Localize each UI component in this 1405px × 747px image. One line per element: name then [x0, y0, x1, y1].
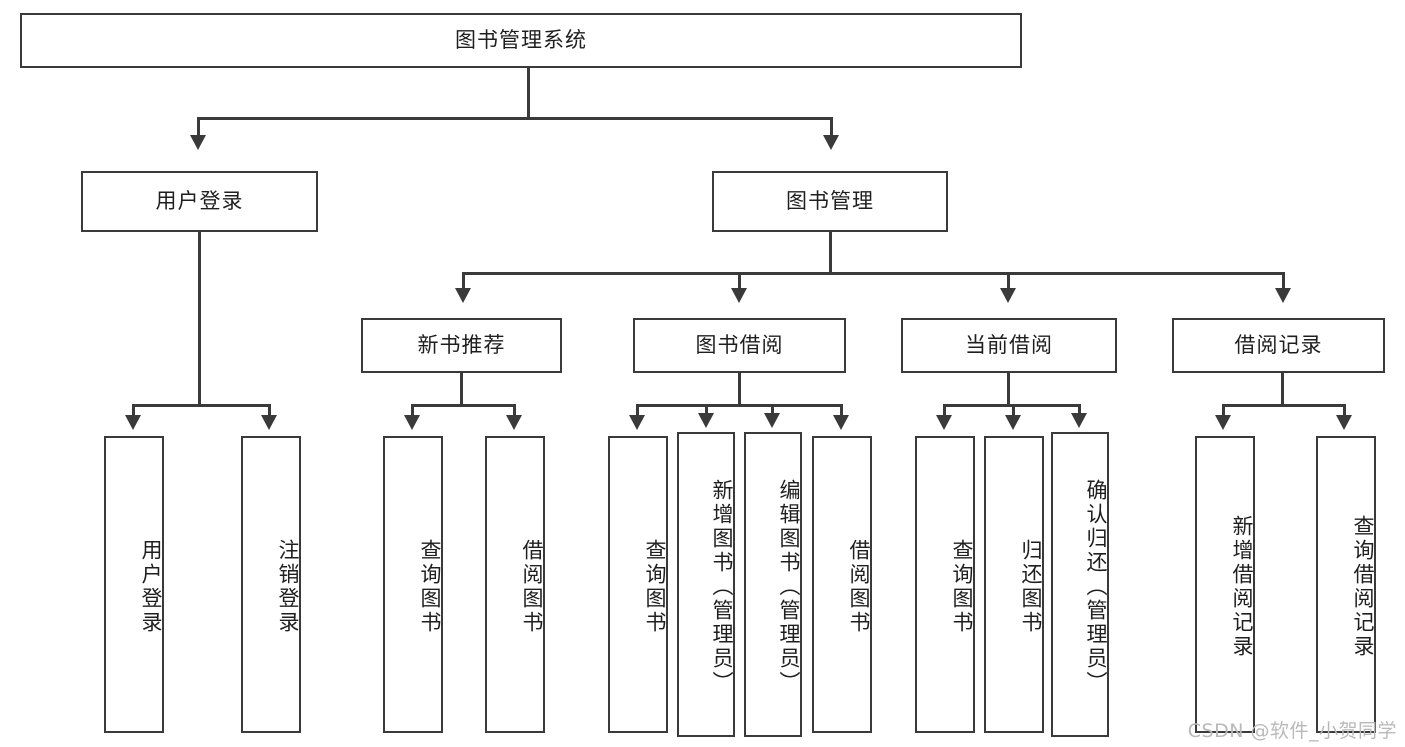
connector-level2-bus [462, 272, 1285, 275]
leaf-return-book[interactable]: 归还图书 [984, 436, 1044, 733]
connector-bb-c4 [840, 404, 843, 418]
connector-root-bus [197, 117, 833, 120]
arrow-leaf-confirm-return [1071, 413, 1087, 428]
node-current-borrow[interactable]: 当前借阅 [901, 318, 1117, 373]
node-label: 查询图书 [950, 538, 974, 635]
node-label: 查询图书 [643, 538, 667, 635]
connector-br-down [1281, 373, 1284, 407]
leaf-logout[interactable]: 注销登录 [241, 436, 301, 733]
node-label: 图书借阅 [695, 332, 784, 357]
connector-nbr-c1 [411, 404, 414, 418]
node-borrow-record[interactable]: 借阅记录 [1172, 318, 1385, 373]
leaf-query-book-3[interactable]: 查询图书 [915, 436, 975, 733]
arrow-leaf-add-record [1215, 415, 1231, 430]
connector-root-to-book-manage [830, 117, 833, 139]
connector-ul-child-1 [132, 404, 135, 418]
arrow-leaf-borrow-book-2 [833, 415, 849, 430]
node-label: 借阅图书 [520, 538, 544, 635]
node-book-borrow[interactable]: 图书借阅 [633, 318, 846, 373]
arrow-borrow-record [1275, 288, 1291, 303]
node-label: 注销登录 [276, 538, 300, 635]
connector-book-manage-down [829, 232, 832, 274]
node-label: 新增借阅记录 [1230, 514, 1254, 659]
node-label: 用户登录 [155, 188, 244, 213]
connector-root-down [527, 68, 530, 117]
connector-cb-down [1007, 373, 1010, 407]
connector-bb-c1 [636, 404, 639, 418]
arrow-leaf-logout [261, 415, 277, 430]
connector-nbr-down [460, 373, 463, 407]
leaf-query-book-1[interactable]: 查询图书 [383, 436, 443, 733]
leaf-borrow-book-2[interactable]: 借阅图书 [812, 436, 872, 733]
leaf-user-login[interactable]: 用户登录 [104, 436, 164, 733]
arrow-book-borrow [731, 288, 747, 303]
connector-cb-c1 [943, 404, 946, 418]
connector-bb-down [738, 373, 741, 407]
connector-ul-child-2 [268, 404, 271, 418]
leaf-confirm-return[interactable]: 确认归还（管理员） [1051, 432, 1109, 737]
node-root-system[interactable]: 图书管理系统 [20, 13, 1022, 68]
connector-br-c1 [1222, 404, 1225, 418]
node-label: 查询图书 [418, 538, 442, 635]
leaf-query-book-2[interactable]: 查询图书 [608, 436, 668, 733]
connector-root-to-user-login [197, 117, 200, 139]
node-label: 确认归还（管理员） [1084, 478, 1108, 695]
arrow-leaf-user-login [125, 415, 141, 430]
node-label: 借阅记录 [1234, 332, 1323, 357]
node-label: 查询借阅记录 [1351, 514, 1375, 659]
connector-l2-borrow-record [1282, 272, 1285, 290]
node-user-login[interactable]: 用户登录 [81, 171, 318, 232]
connector-bb-bus [636, 404, 843, 407]
node-label: 新增图书（管理员） [710, 478, 734, 695]
arrow-leaf-return-book [1005, 415, 1021, 430]
arrow-leaf-query-book-1 [404, 415, 420, 430]
node-label: 图书管理系统 [455, 27, 587, 52]
node-label: 用户登录 [139, 538, 163, 635]
node-label: 借阅图书 [847, 538, 871, 635]
node-label: 归还图书 [1019, 538, 1043, 635]
connector-user-login-down [198, 232, 201, 407]
leaf-query-record[interactable]: 查询借阅记录 [1316, 436, 1376, 733]
arrow-leaf-query-record [1336, 415, 1352, 430]
arrow-leaf-borrow-book-1 [506, 415, 522, 430]
arrow-to-book-manage [823, 135, 839, 150]
connector-cb-c3 [1078, 404, 1081, 416]
node-label: 图书管理 [786, 188, 874, 213]
arrow-leaf-edit-book [764, 413, 780, 428]
leaf-add-book[interactable]: 新增图书（管理员） [677, 432, 735, 737]
leaf-add-record[interactable]: 新增借阅记录 [1195, 436, 1255, 733]
node-new-book-recommend[interactable]: 新书推荐 [361, 318, 562, 373]
leaf-borrow-book-1[interactable]: 借阅图书 [485, 436, 545, 733]
arrow-current-borrow [1000, 288, 1016, 303]
node-label: 新书推荐 [417, 332, 506, 357]
arrow-new-book-recommend [455, 288, 471, 303]
arrow-leaf-query-book-2 [629, 415, 645, 430]
connector-cb-bus [943, 404, 1080, 407]
connector-user-login-bus [132, 404, 270, 407]
connector-bb-c2 [705, 404, 708, 416]
connector-nbr-c2 [513, 404, 516, 418]
leaf-edit-book[interactable]: 编辑图书（管理员） [744, 432, 802, 737]
connector-br-bus [1222, 404, 1346, 407]
arrow-leaf-query-book-3 [936, 415, 952, 430]
connector-bb-c3 [771, 404, 774, 416]
connector-br-c2 [1343, 404, 1346, 418]
connector-l2-new-book [462, 272, 465, 290]
node-book-manage[interactable]: 图书管理 [712, 171, 948, 232]
arrow-leaf-add-book [698, 413, 714, 428]
connector-nbr-bus [411, 404, 515, 407]
connector-l2-book-borrow [738, 272, 741, 290]
node-label: 当前借阅 [965, 332, 1053, 357]
arrow-to-user-login [190, 135, 206, 150]
node-label: 编辑图书（管理员） [777, 478, 801, 695]
connector-cb-c2 [1012, 404, 1015, 418]
connector-l2-current-borrow [1007, 272, 1010, 290]
